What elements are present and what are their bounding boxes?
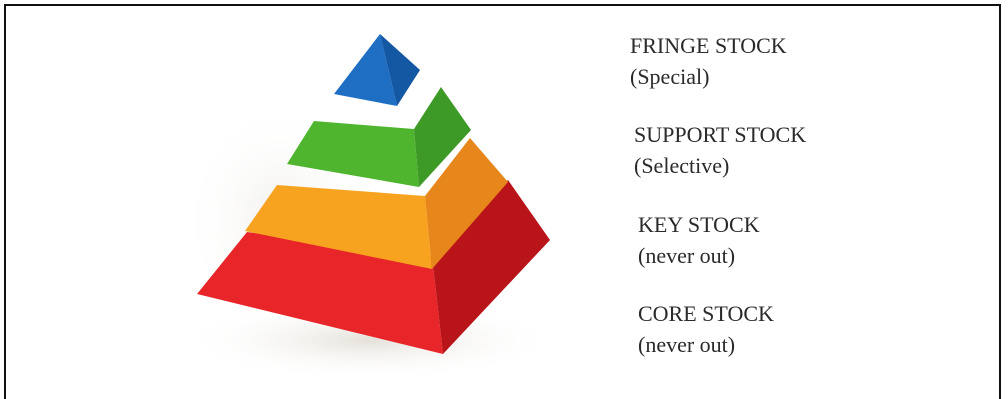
legend-label: CORE STOCK <box>638 301 774 326</box>
legend-item-fringe: FRINGE STOCK (Special) <box>630 30 787 92</box>
tier-fringe-side <box>380 34 420 106</box>
figure-frame <box>4 4 1001 399</box>
tier-core <box>197 180 550 354</box>
tier-fringe-front <box>334 34 397 106</box>
legend-item-core: CORE STOCK (never out) <box>638 298 774 360</box>
stock-pyramid <box>180 34 560 380</box>
legend-label: FRINGE STOCK <box>630 33 787 58</box>
tier-core-side <box>432 180 550 354</box>
tier-key-side <box>425 138 508 269</box>
legend-qualifier: (never out) <box>638 332 736 357</box>
tier-fringe <box>334 34 420 106</box>
legend-qualifier: (Special) <box>630 64 710 89</box>
tier-key <box>245 138 508 269</box>
legend-item-support: SUPPORT STOCK (Selective) <box>634 119 806 181</box>
legend-label: SUPPORT STOCK <box>634 122 807 147</box>
tier-support-front <box>287 121 419 187</box>
tier-support-side <box>414 87 471 187</box>
legend-qualifier: (Selective) <box>634 153 730 178</box>
tier-core-front <box>197 232 443 354</box>
tier-key-front <box>245 185 432 269</box>
legend-qualifier: (never out) <box>638 243 736 268</box>
tier-support <box>287 87 471 187</box>
legend-label: KEY STOCK <box>638 212 760 237</box>
legend-item-key: KEY STOCK (never out) <box>638 209 760 271</box>
